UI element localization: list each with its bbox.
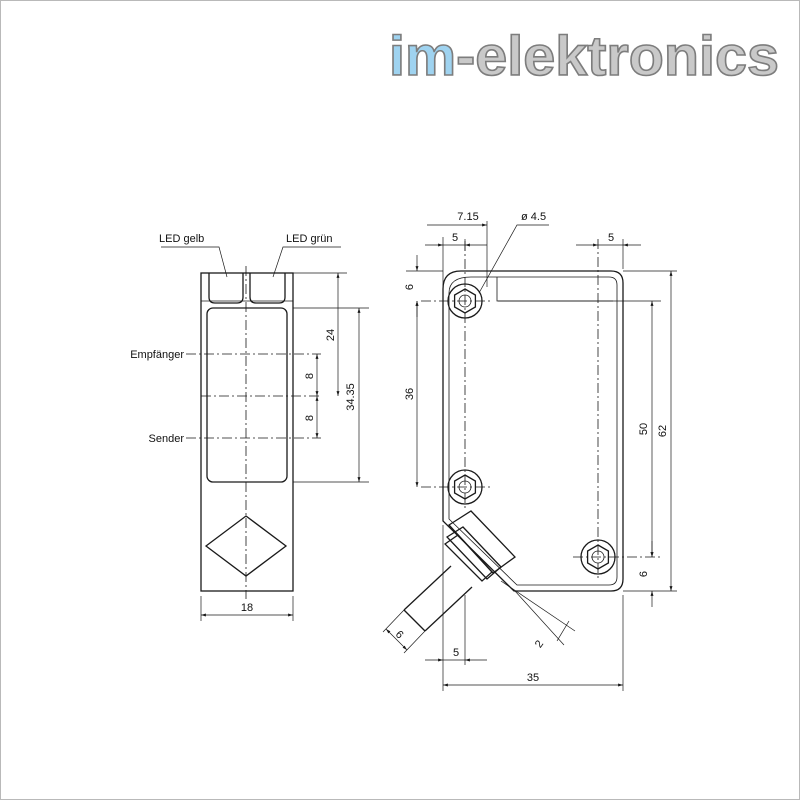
dim-cable-6: 6 (393, 628, 406, 641)
ext-2-a (500, 580, 576, 632)
dim-8b: 8 (304, 415, 316, 421)
ext-2-b (514, 590, 565, 646)
dim-cable-6-line (385, 628, 408, 651)
dim-2-line (556, 620, 570, 642)
dim-3435: 34.35 (345, 383, 357, 411)
sender-label: Sender (149, 433, 185, 445)
led-green-label: LED grün (286, 233, 332, 245)
dim-50: 50 (638, 423, 650, 435)
dim-5-bottom: 5 (453, 647, 459, 659)
hole-diameter-leader (478, 224, 549, 294)
connector-outer (447, 510, 516, 574)
optics-window (206, 307, 288, 483)
dim-5-top-right: 5 (608, 232, 614, 244)
side-view: 6 2 7.15 5 ø 4.5 5 (382, 211, 677, 691)
dim-6-bottom: 6 (638, 571, 650, 577)
connector-nut (443, 534, 493, 582)
side-recess (496, 277, 613, 302)
dim-35: 35 (527, 672, 539, 684)
brand-logo: im-elektronics (389, 23, 780, 85)
receiver-label: Empfänger (130, 349, 184, 361)
led-yellow-label: LED gelb (159, 233, 204, 245)
brand-dash: - (456, 24, 475, 85)
cable-edge-upper (403, 565, 452, 611)
side-housing-outer (442, 270, 624, 592)
dim-8a: 8 (304, 373, 316, 379)
dim-715: 7.15 (457, 211, 478, 223)
ext-cable-a (382, 609, 405, 633)
cable-edge-lower (424, 586, 473, 632)
dim-62: 62 (657, 425, 669, 437)
dim-2: 2 (533, 638, 546, 650)
led-green-window (249, 273, 286, 304)
front-view: LED gelb LED grün Empfänger Sender 18 24… (130, 233, 369, 621)
svg-text:im-elektronics: im-elektronics (389, 24, 779, 85)
dim-24: 24 (325, 329, 337, 341)
dim-36: 36 (404, 388, 416, 400)
dim-hole: ø 4.5 (521, 211, 546, 223)
cable-cut (403, 609, 426, 632)
dim-5-top-left: 5 (452, 232, 458, 244)
front-housing (200, 272, 294, 592)
led-green-leader (272, 246, 341, 278)
brand-name: elektronics (475, 24, 779, 85)
dim-6-top: 6 (404, 284, 416, 290)
dim-18: 18 (241, 602, 253, 614)
connector-body (445, 526, 502, 580)
ext-cable-b (403, 630, 426, 654)
led-yellow-leader (161, 246, 228, 278)
led-yellow-window (208, 273, 244, 304)
side-housing-inner (448, 276, 618, 586)
brand-prefix: im (389, 24, 456, 85)
